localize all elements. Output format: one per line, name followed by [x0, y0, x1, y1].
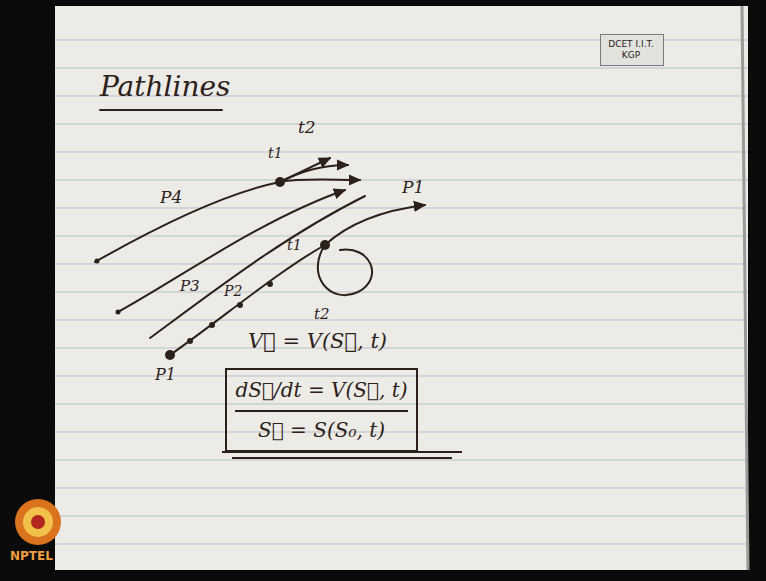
- equation-box: dS⃗/dt = V(S⃗, t) S⃗ = S(S₀, t): [225, 368, 418, 452]
- particle-label: P1: [155, 366, 176, 384]
- equation-text: V⃗ = V(S⃗, t): [248, 330, 387, 353]
- particle-label: P3: [180, 278, 200, 295]
- node-text-line: S⃗ = S(S₀, t): [235, 410, 408, 442]
- time-label: t1: [287, 238, 302, 253]
- time-label: t2: [314, 306, 330, 323]
- particle-label: P2: [224, 284, 242, 299]
- title-text: Pathlines: [100, 72, 230, 103]
- particle-label: P4: [160, 188, 182, 207]
- logo-text: NPTEL: [10, 550, 53, 563]
- paper-fold: [742, 6, 748, 570]
- node-text: dS⃗/dt = V(S⃗, t): [235, 378, 408, 402]
- time-label: t2: [298, 118, 316, 137]
- pathline-curves: [95, 110, 425, 355]
- particle-label: P1: [402, 178, 424, 197]
- paper-sheet: [55, 6, 748, 570]
- time-label: t1: [268, 146, 283, 161]
- box-underline: [222, 452, 462, 458]
- stamp-box: DCET I.I.T. KGP: [600, 34, 664, 66]
- node-text: DCET I.I.T. KGP: [605, 39, 657, 61]
- nptel-logo: [15, 499, 61, 545]
- ruled-lines: [55, 40, 748, 544]
